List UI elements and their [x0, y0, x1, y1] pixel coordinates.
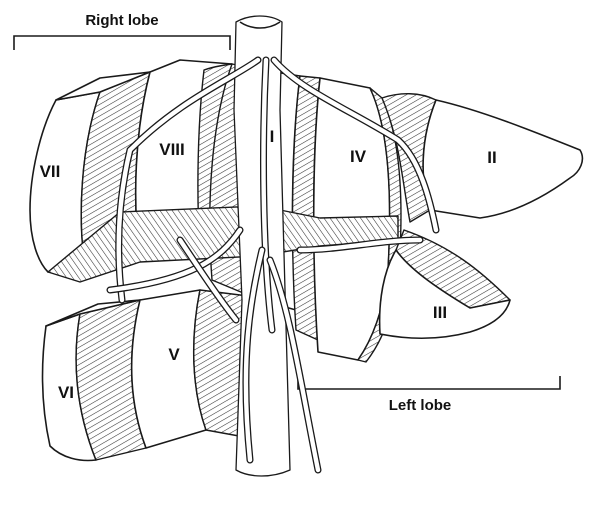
segment-label-iii: III	[433, 303, 447, 322]
segment-iii	[380, 230, 510, 338]
right-lobe-label: Right lobe	[85, 12, 158, 29]
segment-label-viii: VIII	[159, 140, 185, 159]
segment-label-v: V	[168, 345, 180, 364]
left-lobe-label: Left lobe	[389, 397, 452, 414]
segment-label-vi: VI	[58, 383, 74, 402]
segment-vi	[43, 300, 146, 460]
segment-label-ii: II	[487, 148, 496, 167]
segment-label-i: I	[270, 127, 275, 146]
segment-label-iv: IV	[350, 147, 367, 166]
right-lobe-bracket	[14, 36, 230, 50]
segment-label-vii: VII	[40, 162, 61, 181]
left-lobe-bracket	[298, 376, 560, 389]
